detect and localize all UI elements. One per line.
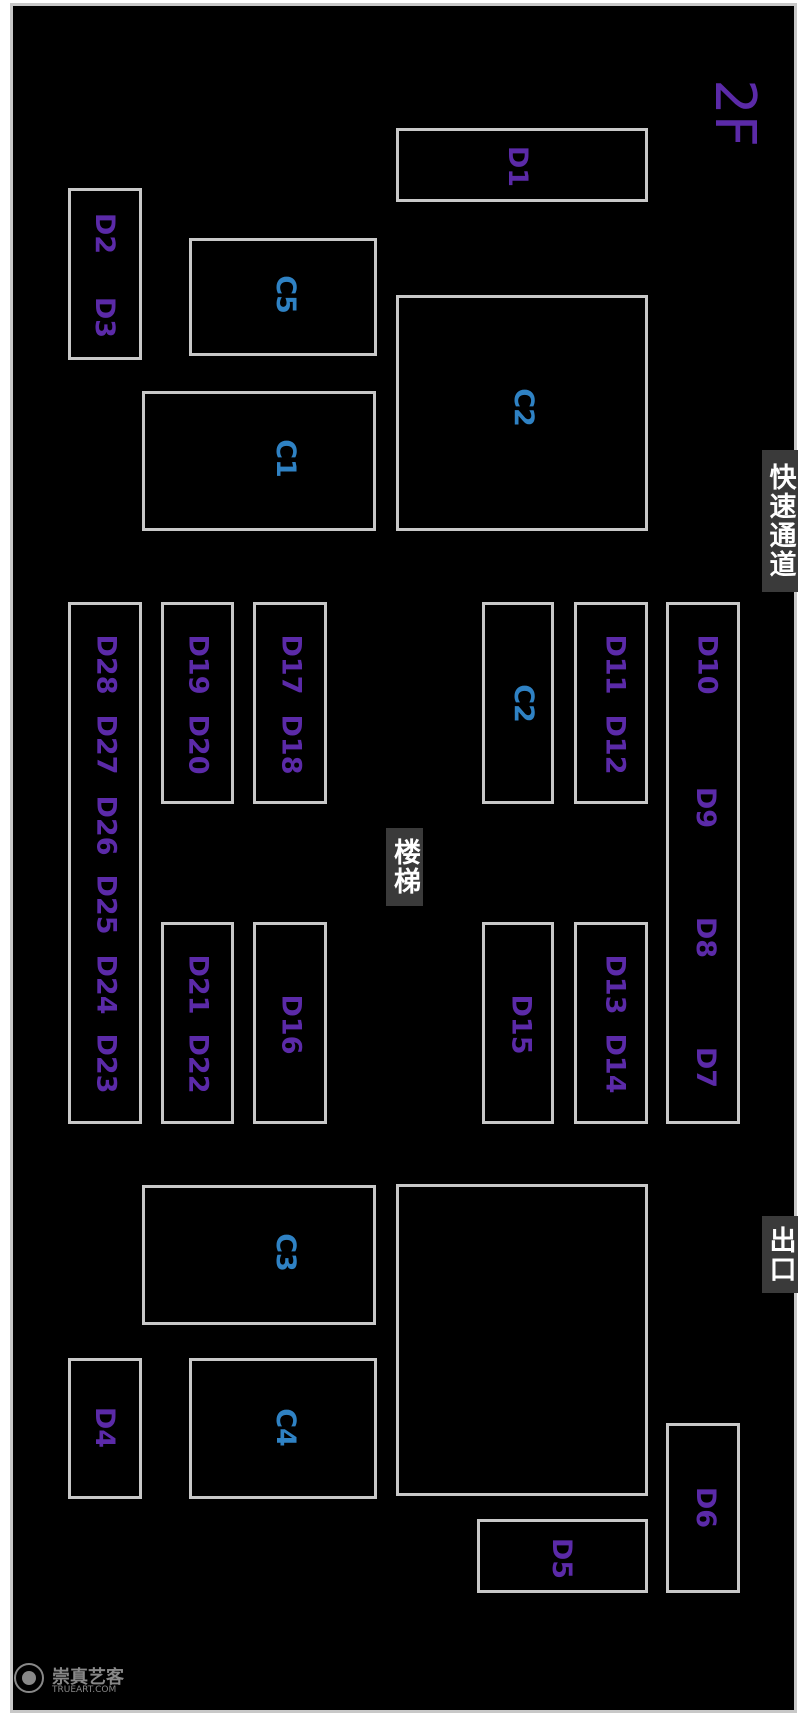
label-d11: D11 [599, 634, 631, 695]
booth-d5[interactable] [477, 1519, 648, 1593]
booth-d19-d20[interactable] [161, 602, 234, 804]
hall-c2-mid[interactable] [482, 602, 554, 804]
label-d9: D9 [690, 786, 722, 829]
fast-lane-sign: 快速通道 [762, 450, 798, 592]
label-d20: D20 [182, 714, 214, 775]
label-d17: D17 [275, 634, 307, 695]
label-d24: D24 [90, 954, 122, 1015]
watermark-brand: 崇真艺客 [52, 1667, 124, 1688]
hall-c2-top[interactable] [396, 295, 648, 531]
booth-d15[interactable] [482, 922, 554, 1124]
label-d28: D28 [90, 634, 122, 695]
label-d7: D7 [690, 1046, 722, 1089]
label-d4: D4 [89, 1406, 121, 1449]
label-d27: D27 [90, 714, 122, 775]
label-d19: D19 [182, 634, 214, 695]
label-d25: D25 [90, 874, 122, 935]
booth-d4[interactable] [68, 1358, 142, 1499]
label-d22: D22 [182, 1033, 214, 1094]
label-d12: D12 [599, 714, 631, 775]
watermark-logo-icon [14, 1663, 44, 1693]
label-d1: D1 [502, 145, 534, 188]
label-d6: D6 [690, 1486, 722, 1529]
booth-d1[interactable] [396, 128, 648, 202]
open-area [396, 1184, 648, 1496]
label-c2-mid: C2 [507, 684, 539, 723]
label-d18: D18 [275, 714, 307, 775]
stairs-sign: 楼梯 [386, 828, 423, 906]
label-c2-top: C2 [507, 388, 539, 427]
booth-d23-d28[interactable] [68, 602, 142, 1124]
booth-d2-d3[interactable] [68, 188, 142, 360]
label-d23: D23 [90, 1033, 122, 1094]
hall-c1[interactable] [142, 391, 376, 531]
hall-c3[interactable] [142, 1185, 376, 1325]
booth-d6[interactable] [666, 1423, 740, 1593]
hall-c4[interactable] [189, 1358, 377, 1499]
label-d21: D21 [182, 954, 214, 1015]
label-d13: D13 [599, 954, 631, 1015]
exit-sign: 出口 [762, 1216, 798, 1293]
label-d15: D15 [505, 994, 537, 1055]
floor-label: 2F [701, 79, 767, 147]
label-c3: C3 [269, 1233, 301, 1272]
label-d5: D5 [546, 1537, 578, 1580]
label-d16: D16 [275, 994, 307, 1055]
booth-d13-d14[interactable] [574, 922, 648, 1124]
booth-d7-d10[interactable] [666, 602, 740, 1124]
label-c1: C1 [269, 439, 301, 478]
label-d2: D2 [89, 212, 121, 255]
hall-c5[interactable] [189, 238, 377, 356]
label-c5: C5 [269, 275, 301, 314]
label-d26: D26 [90, 795, 122, 856]
label-d10: D10 [691, 634, 723, 695]
booth-d21-d22[interactable] [161, 922, 234, 1124]
label-d8: D8 [690, 916, 722, 959]
label-d3: D3 [89, 296, 121, 339]
booth-d17-d18[interactable] [253, 602, 327, 804]
label-c4: C4 [269, 1408, 301, 1447]
booth-d11-d12[interactable] [574, 602, 648, 804]
booth-d16[interactable] [253, 922, 327, 1124]
watermark-site: TRUEART.COM [52, 1685, 117, 1695]
label-d14: D14 [599, 1033, 631, 1094]
